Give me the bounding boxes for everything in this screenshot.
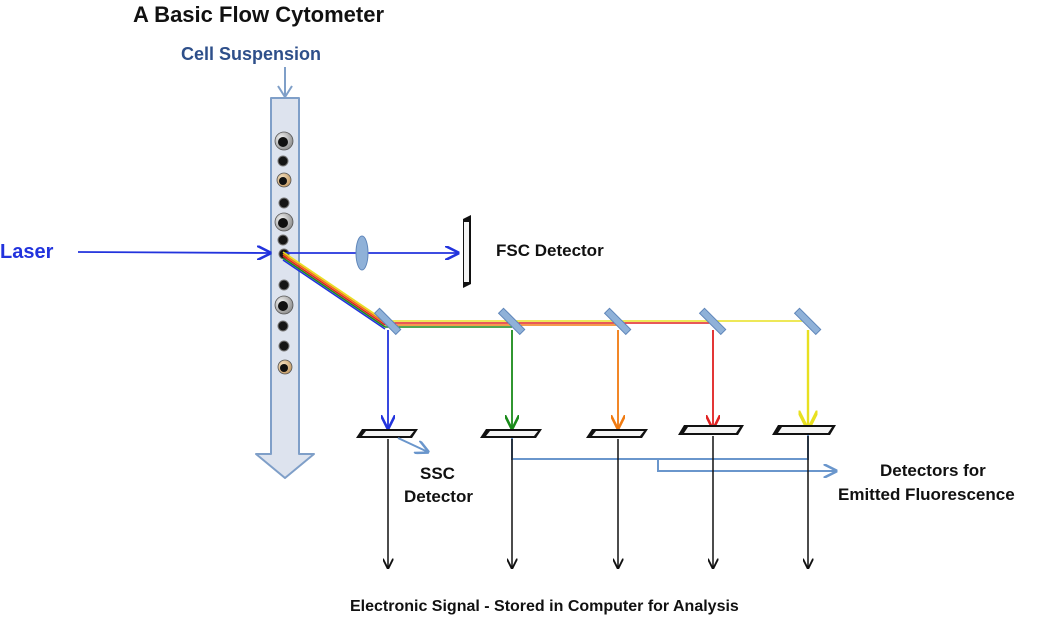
dichroic-mirrors [373, 307, 822, 336]
fluor-detectors-label-line1: Detectors for [880, 461, 986, 480]
cell [274, 295, 294, 315]
mirror-3 [603, 307, 632, 336]
cell [278, 279, 290, 291]
fsc-detector-label: FSC Detector [496, 241, 604, 260]
ssc-connector-arrow [397, 437, 428, 452]
cell-stream [274, 131, 294, 375]
mirror-5 [793, 307, 822, 336]
cell [274, 131, 294, 151]
cell-suspension-label: Cell Suspension [181, 44, 321, 64]
signal-output-arrows [388, 436, 808, 568]
cell [277, 320, 289, 332]
cell [278, 197, 290, 209]
cell [277, 359, 293, 375]
cell [274, 212, 294, 232]
cell [277, 234, 289, 246]
fluor-detector-plate-yellow [772, 425, 836, 435]
mirror-1 [373, 307, 402, 336]
fluorescence-bundle-horizontal [385, 320, 808, 328]
fluor-detector-plate-orange [586, 429, 648, 438]
scatter-fluorescence-bundle-diagonal [282, 251, 386, 330]
cell [277, 155, 289, 167]
detector-plates [356, 425, 836, 438]
mirror-2 [497, 307, 526, 336]
cell [278, 340, 290, 352]
fsc-detector [463, 215, 471, 288]
suspension-input-arrow [277, 67, 293, 99]
fluorescence-connector [511, 435, 836, 471]
ssc-detector-label-line2: Detector [404, 487, 473, 506]
cell [276, 172, 292, 188]
mirror-4 [698, 307, 727, 336]
laser-beam [77, 252, 270, 253]
ssc-detector-label-line1: SSC [420, 464, 455, 483]
collection-lens [355, 235, 369, 271]
ssc-detector-plate [356, 429, 418, 438]
fluor-detector-plate-green [480, 429, 542, 438]
laser-label: Laser [0, 241, 54, 263]
fluor-detectors-label-line2: Emitted Fluorescence [838, 485, 1015, 504]
fluor-detector-plate-red [678, 425, 744, 435]
electronic-signal-label: Electronic Signal - Stored in Computer f… [350, 598, 739, 615]
diagram-title: A Basic Flow Cytometer [133, 2, 384, 27]
